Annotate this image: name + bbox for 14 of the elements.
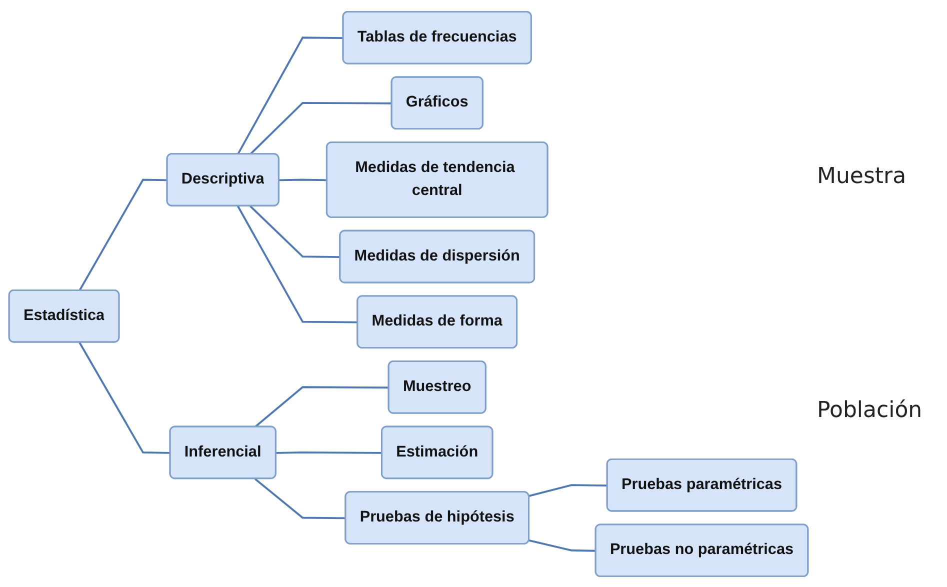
side-label: Muestra — [817, 164, 908, 190]
connector — [78, 178, 168, 291]
side-label: Población — [817, 398, 924, 423]
connector — [237, 205, 358, 323]
connector — [250, 204, 340, 258]
connector — [254, 478, 346, 519]
connector — [250, 101, 392, 154]
connector — [78, 342, 170, 454]
connector — [276, 450, 382, 454]
connector — [254, 386, 390, 428]
connector — [237, 36, 344, 154]
connector — [528, 539, 596, 552]
connector — [279, 178, 328, 181]
connector — [528, 484, 608, 496]
